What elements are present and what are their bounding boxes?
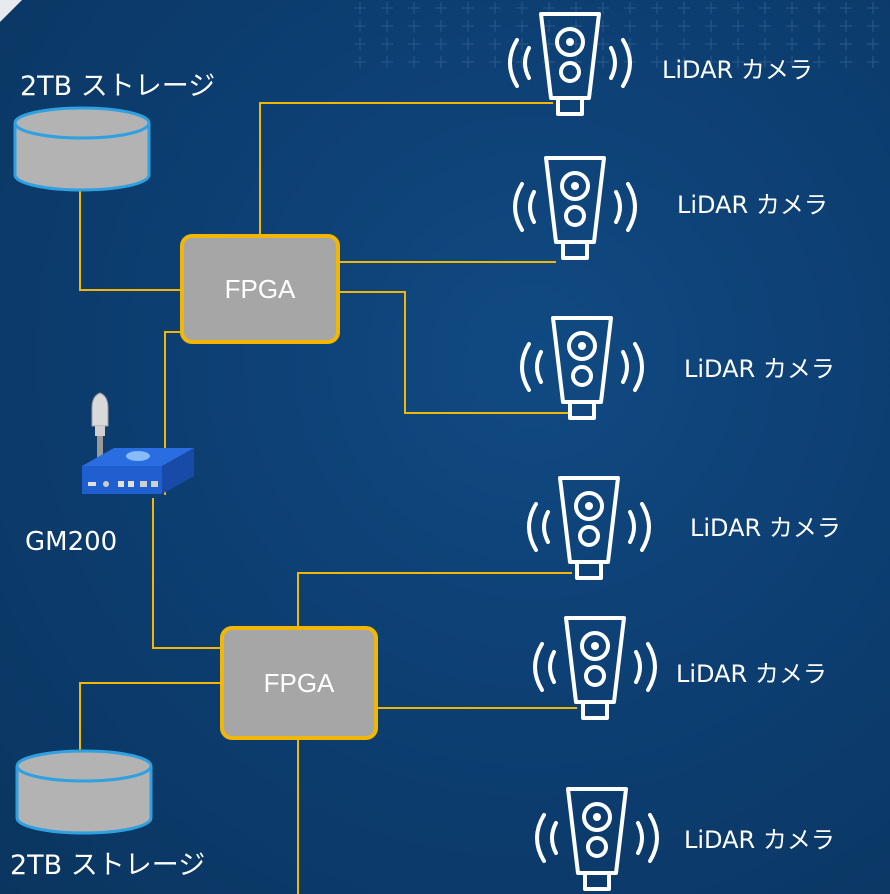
lidar-camera-3-icon xyxy=(507,312,657,428)
storage-bottom-label: 2TB ストレージ xyxy=(10,850,206,881)
wire-fpga-top-camera-1 xyxy=(259,102,553,236)
wire-gm200-fpga-bottom xyxy=(152,498,222,649)
lidar-camera-1-label: LiDAR カメラ xyxy=(662,56,813,84)
fpga-top-label: FPGA xyxy=(224,273,296,304)
fpga-bottom-box: FPGA xyxy=(220,626,378,740)
fpga-top-box: FPGA xyxy=(180,234,340,344)
lidar-camera-4-label: LiDAR カメラ xyxy=(690,514,841,542)
lidar-camera-2-icon xyxy=(500,152,650,268)
storage-top-label: 2TB ストレージ xyxy=(20,71,216,102)
storage-bottom-cylinder-icon xyxy=(15,749,153,835)
lidar-camera-6-label: LiDAR カメラ xyxy=(684,826,835,854)
corner-mark xyxy=(0,0,22,22)
lidar-camera-5-icon xyxy=(520,612,670,728)
lidar-camera-5-label: LiDAR カメラ xyxy=(676,660,827,688)
wire-storage-top-fpga-top xyxy=(79,190,182,291)
fpga-bottom-label: FPGA xyxy=(263,667,335,698)
wire-fpga-top-gm200 xyxy=(164,331,182,495)
lidar-camera-2-label: LiDAR カメラ xyxy=(677,191,828,219)
gm200-device-icon xyxy=(82,392,194,494)
lidar-camera-3-label: LiDAR カメラ xyxy=(684,355,835,383)
wire-fpga-bottom-camera-4 xyxy=(297,572,572,628)
wire-fpga-top-camera-3 xyxy=(338,291,570,414)
lidar-camera-1-icon xyxy=(495,8,645,124)
lidar-camera-4-icon xyxy=(514,472,664,588)
gm200-label: GM200 xyxy=(25,527,118,557)
wire-storage-bottom-fpga-bottom xyxy=(79,682,222,760)
lidar-camera-6-icon xyxy=(522,783,672,894)
storage-top-cylinder-icon xyxy=(13,106,151,192)
